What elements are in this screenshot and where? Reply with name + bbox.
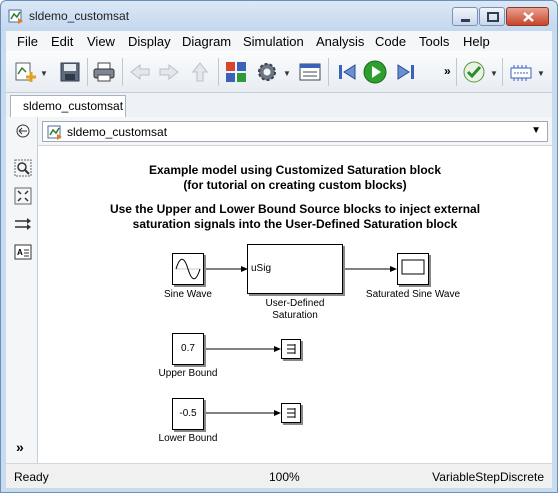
maximize-button[interactable] <box>479 7 505 26</box>
window-title: sldemo_customsat <box>29 9 130 23</box>
annotation-title[interactable]: Example model using Customized Saturatio… <box>38 163 552 193</box>
toolbar: ▼ ▼ <box>6 51 552 93</box>
zoom-level: 100% <box>269 470 300 484</box>
more-icon[interactable]: » <box>444 64 451 78</box>
sine-wave-icon <box>175 258 201 280</box>
scope-label: Saturated Sine Wave <box>365 289 461 300</box>
step-back-icon[interactable] <box>335 60 359 84</box>
step-forward-icon[interactable] <box>394 60 418 84</box>
user-defined-saturation-label: User-Defined Saturation <box>250 298 340 322</box>
annotation-instructions[interactable]: Use the Upper and Lower Bound Source blo… <box>38 202 552 232</box>
toolbar-separator <box>87 58 88 86</box>
library-browser-icon[interactable] <box>224 60 248 84</box>
menu-file[interactable]: File <box>17 34 38 49</box>
lower-bound-label: Lower Bound <box>158 433 218 444</box>
simulink-model-icon <box>8 9 23 24</box>
scope-icon <box>401 259 425 275</box>
annotation-icon[interactable]: A <box>14 243 32 261</box>
toolbar-separator <box>328 58 329 86</box>
terminator-icon <box>287 408 296 418</box>
build-dropdown-icon[interactable]: ▼ <box>537 69 545 78</box>
signal-line-icon[interactable] <box>14 215 32 233</box>
annotation-instructions-line1: Use the Upper and Lower Bound Source blo… <box>109 202 481 216</box>
model-advisor-dropdown-icon[interactable]: ▼ <box>490 69 498 78</box>
terminator-icon <box>287 344 296 354</box>
model-explorer-icon[interactable] <box>298 60 322 84</box>
toolbar-separator <box>502 58 503 86</box>
tab-sldemo-customsat[interactable]: sldemo_customsat <box>10 95 126 117</box>
menu-view[interactable]: View <box>87 34 115 49</box>
wire-saturation-to-scope[interactable] <box>343 266 397 272</box>
toolbar-separator <box>122 58 123 86</box>
menu-tools[interactable]: Tools <box>419 34 450 49</box>
menu-edit[interactable]: Edit <box>51 34 74 49</box>
lower-bound-block[interactable]: -0.5 <box>172 398 204 430</box>
build-icon[interactable] <box>509 60 533 84</box>
print-icon[interactable] <box>92 60 116 84</box>
forward-icon[interactable] <box>157 60 181 84</box>
menu-simulation[interactable]: Simulation <box>243 34 304 49</box>
user-defined-saturation-label-line2: Saturation <box>272 310 318 321</box>
user-defined-saturation-block[interactable]: uSig <box>247 244 343 294</box>
close-icon <box>523 12 534 22</box>
run-icon[interactable] <box>363 60 387 84</box>
fit-to-view-icon[interactable] <box>14 187 32 205</box>
wire-lower-to-terminator[interactable] <box>204 410 281 416</box>
new-model-dropdown-icon[interactable]: ▼ <box>40 69 48 78</box>
menu-help[interactable]: Help <box>463 34 490 49</box>
model-path-box[interactable]: sldemo_customsat ▼ <box>42 121 548 142</box>
address-bar: sldemo_customsat ▼ <box>38 117 552 145</box>
solver-name[interactable]: VariableStepDiscrete <box>432 470 544 484</box>
sine-wave-label: Sine Wave <box>164 289 212 300</box>
menu-analysis[interactable]: Analysis <box>316 34 365 49</box>
annotation-title-line1: Example model using Customized Saturatio… <box>148 163 442 177</box>
minimize-icon <box>461 19 470 22</box>
save-icon[interactable] <box>58 60 82 84</box>
annotation-title-line2: (for tutorial on creating custom blocks) <box>183 178 407 192</box>
user-defined-saturation-label-line1: User-Defined <box>265 298 325 309</box>
minimize-button[interactable] <box>452 7 478 26</box>
menu-bar: File Edit View Display Diagram Simulatio… <box>6 31 552 51</box>
model-config-dropdown-icon[interactable]: ▼ <box>283 69 291 78</box>
menu-display[interactable]: Display <box>128 34 171 49</box>
sine-wave-block[interactable] <box>172 253 204 285</box>
expand-palette-icon[interactable]: » <box>16 439 24 455</box>
upper-terminator-block[interactable] <box>281 339 301 359</box>
hide-browser-icon[interactable] <box>14 122 32 140</box>
status-bar: Ready 100% VariableStepDiscrete <box>6 463 552 488</box>
title-bar[interactable]: sldemo_customsat <box>1 1 557 31</box>
back-icon[interactable] <box>128 60 152 84</box>
signal-lines <box>204 266 397 416</box>
menu-code[interactable]: Code <box>375 34 407 49</box>
menu-diagram[interactable]: Diagram <box>182 34 232 49</box>
scope-block[interactable] <box>397 253 429 285</box>
upper-bound-label: Upper Bound <box>158 368 218 379</box>
tab-strip: sldemo_customsat <box>6 93 552 117</box>
toolbar-separator <box>218 58 219 86</box>
up-icon[interactable] <box>188 60 212 84</box>
wire-sine-to-saturation[interactable] <box>204 266 248 272</box>
upper-bound-block[interactable]: 0.7 <box>172 333 204 365</box>
close-button[interactable] <box>506 7 549 26</box>
zoom-icon[interactable] <box>14 159 32 177</box>
status-text: Ready <box>14 470 49 484</box>
model-path: sldemo_customsat <box>67 125 168 139</box>
model-config-icon[interactable] <box>255 60 279 84</box>
svg-text:A: A <box>17 248 23 257</box>
maximize-icon <box>487 12 499 22</box>
annotation-instructions-line2: saturation signals into the User-Defined… <box>132 217 458 231</box>
toolbar-separator <box>456 58 457 86</box>
tool-palette: A » <box>6 117 38 463</box>
model-advisor-icon[interactable] <box>462 60 486 84</box>
model-canvas[interactable]: Example model using Customized Saturatio… <box>38 145 552 463</box>
new-model-icon[interactable] <box>14 60 38 84</box>
simulink-model-icon <box>47 125 62 140</box>
port-label-usig: uSig <box>251 263 272 274</box>
path-dropdown-icon[interactable]: ▼ <box>531 125 541 136</box>
lower-terminator-block[interactable] <box>281 403 301 423</box>
wire-upper-to-terminator[interactable] <box>204 346 281 352</box>
